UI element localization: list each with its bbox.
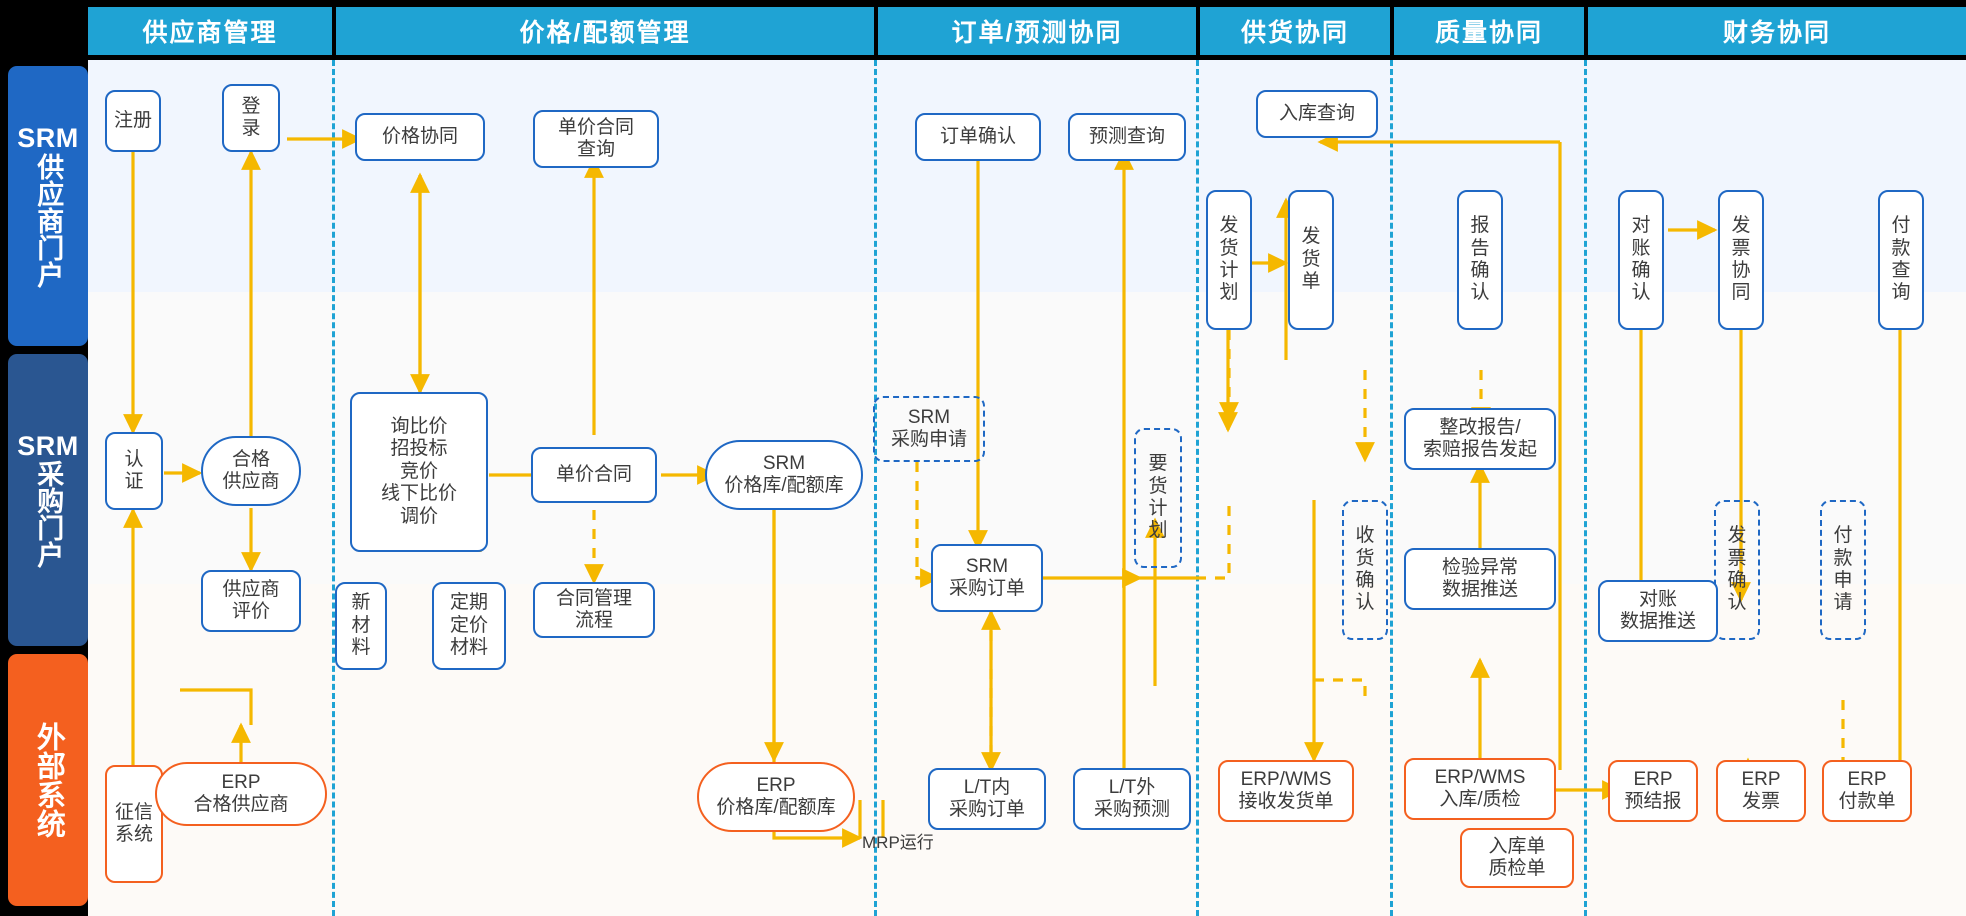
node-supplier-evaluation[interactable]: 供应商 评价 [201,570,301,632]
node-erp-price-quota-lib[interactable]: ERP 价格库/配额库 [697,762,855,832]
node-erp-wms-inbound-qc[interactable]: ERP/WMS 入库/质检 [1404,758,1556,820]
node-unit-price-contract[interactable]: 单价合同 [531,447,657,503]
separator-4 [1390,60,1393,916]
node-srm-purchase-request[interactable]: SRM 采购申请 [873,396,985,462]
node-erp-pre-settlement[interactable]: ERP 预结报 [1608,760,1698,822]
column-header-supply: 供货协同 [1200,7,1390,55]
node-report-confirm[interactable]: 报 告 确 认 [1457,190,1503,330]
node-inbound-query[interactable]: 入库查询 [1256,90,1378,138]
node-lt-inside-order[interactable]: L/T内 采购订单 [928,768,1046,830]
separator-5 [1584,60,1587,916]
node-srm-price-quota-lib[interactable]: SRM 价格库/配额库 [705,440,863,510]
separator-2 [874,60,877,916]
column-header-finance: 财务协同 [1588,7,1966,55]
node-register[interactable]: 注册 [105,90,161,152]
lane-label-srm-purchase-portal: SRM 采购门户 [8,354,88,646]
node-forecast-query[interactable]: 预测查询 [1068,113,1186,161]
node-inquiry-block[interactable]: 询比价 招投标 竞价 线下比价 调价 [350,392,488,552]
label-mrp-run: MRP运行 [862,833,934,852]
lane-label-srm-supplier-portal: SRM 供应商门户 [8,66,88,346]
node-delivery-plan-request[interactable]: 要 货 计 划 [1134,428,1182,568]
node-credit-system[interactable]: 征信 系统 [105,765,163,883]
node-certification[interactable]: 认 证 [105,432,163,510]
node-erp-qualified-supplier[interactable]: ERP 合格供应商 [155,762,327,826]
lane-band-supplier-portal [88,60,1966,292]
lane-label-external-system: 外部系统 [8,654,88,906]
node-inbound-qc-note[interactable]: 入库单 质检单 [1460,828,1574,888]
node-new-material[interactable]: 新 材 料 [335,582,387,670]
node-erp-wms-receive-ship[interactable]: ERP/WMS 接收发货单 [1218,760,1354,822]
separator-3 [1196,60,1199,916]
column-header-order-forecast: 订单/预测协同 [878,7,1196,55]
separator-1 [332,60,335,916]
node-periodic-priced-material[interactable]: 定期 定价 材料 [432,582,506,670]
column-header-price-quota: 价格/配额管理 [336,7,874,55]
node-payment-query[interactable]: 付 款 查 询 [1878,190,1924,330]
node-order-confirm[interactable]: 订单确认 [915,113,1041,161]
node-inspection-abnormal-push[interactable]: 检验异常 数据推送 [1404,548,1556,610]
node-qualified-supplier[interactable]: 合格 供应商 [201,436,301,506]
node-login[interactable]: 登 录 [222,84,280,152]
column-header-supplier-mgmt: 供应商管理 [88,7,332,55]
node-unit-price-contract-query[interactable]: 单价合同 查询 [533,110,659,168]
node-erp-payment-note[interactable]: ERP 付款单 [1822,760,1912,822]
node-rectify-claim-report[interactable]: 整改报告/ 索赔报告发起 [1404,408,1556,470]
node-reconcile-confirm[interactable]: 对 账 确 认 [1618,190,1664,330]
node-erp-invoice[interactable]: ERP 发票 [1716,760,1806,822]
column-header-quality: 质量协同 [1394,7,1584,55]
node-invoice-confirm[interactable]: 发 票 确 认 [1714,500,1760,640]
node-shipping-plan[interactable]: 发 货 计 划 [1206,190,1252,330]
node-invoice-collab[interactable]: 发 票 协 同 [1718,190,1764,330]
node-payment-request[interactable]: 付 款 申 请 [1820,500,1866,640]
node-lt-outside-forecast[interactable]: L/T外 采购预测 [1073,768,1191,830]
node-reconcile-data-push[interactable]: 对账 数据推送 [1598,580,1718,642]
node-srm-purchase-order[interactable]: SRM 采购订单 [931,544,1043,612]
node-receipt-confirm[interactable]: 收 货 确 认 [1342,500,1388,640]
node-shipping-note[interactable]: 发 货 单 [1288,190,1334,330]
node-price-collab[interactable]: 价格协同 [355,113,485,161]
node-contract-mgmt-flow[interactable]: 合同管理 流程 [533,582,655,638]
